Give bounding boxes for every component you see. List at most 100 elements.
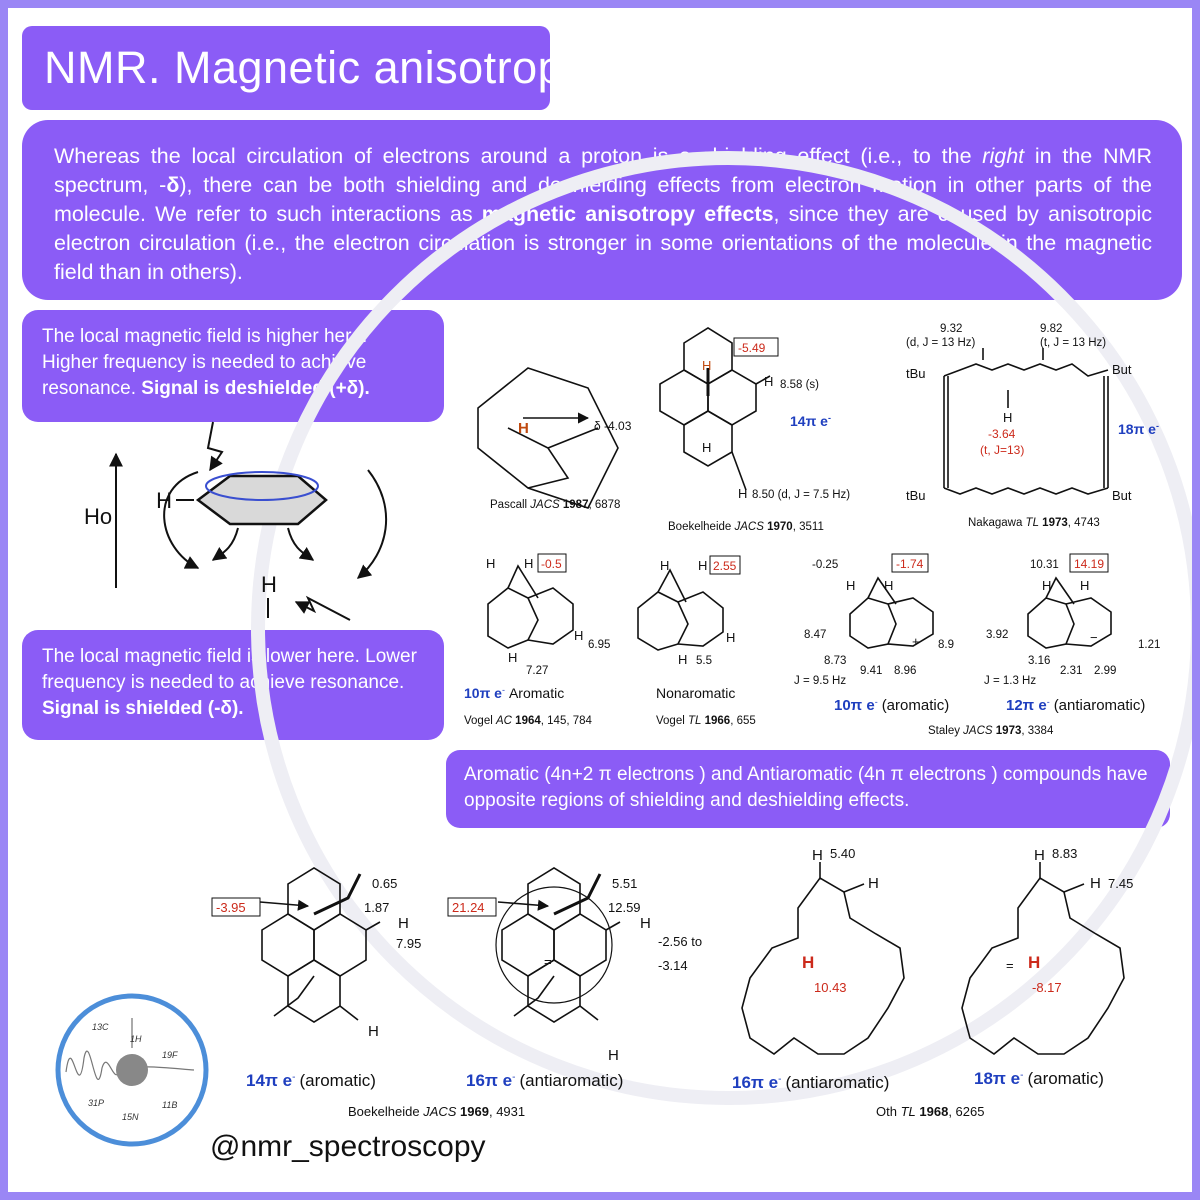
staley-b-box	[1069, 553, 1109, 573]
boek1969-b-h1: H	[640, 915, 651, 932]
h-label-ring: H	[156, 488, 172, 513]
vogel1966-label: Nonaromatic	[656, 685, 735, 701]
oth-b-charge: =	[1006, 958, 1014, 973]
oth-a-h2: H	[868, 875, 879, 892]
intro-text-italic: right	[982, 144, 1025, 168]
boek1969-a-c: 7.95	[396, 936, 421, 951]
nakagawa-citation: Nakagawa TL 1973, 4743	[968, 517, 1100, 529]
intro-text-2: in the NMR spectrum, -	[54, 144, 1152, 197]
staley-b-h2: H	[1080, 578, 1089, 593]
vogel1966-boxed: 2.55	[713, 559, 737, 573]
boek1969-b-b: 12.59	[608, 900, 641, 915]
boek1969-a-h2: H	[368, 1023, 379, 1040]
deshielded-text: The local magnetic field is higher here.…	[42, 326, 368, 399]
staley-b-boxed: 14.19	[1074, 557, 1104, 571]
vogel1964-label: 10π e-Aromatic	[464, 685, 564, 701]
oth-b-a: 8.83	[1052, 846, 1077, 861]
staley-a-boxed: -1.74	[896, 557, 924, 571]
boek1969-a-boxed: -3.95	[216, 900, 246, 915]
staley-b-j: J = 1.3 Hz	[984, 675, 1036, 687]
vogel1964-h2: H	[524, 556, 533, 571]
oth-b-h-inner: H	[1028, 953, 1040, 972]
intro-box: Whereas the local circulation of electro…	[22, 120, 1182, 300]
oth-b-h1: H	[1034, 847, 1045, 864]
staley-b-structure	[1027, 576, 1112, 649]
boek1969-citation: Boekelheide JACS 1969, 4931	[348, 1104, 525, 1119]
vogel1964-box	[537, 553, 567, 573]
title-banner: NMR. Magnetic anisotropy	[22, 26, 586, 110]
boek1970-citation: Boekelheide JACS 1970, 3511	[668, 521, 824, 533]
boek1969-b-structure	[495, 867, 621, 1023]
field-line-left	[163, 471, 200, 569]
oth-a-inner: 10.43	[814, 980, 847, 995]
nakagawa-b-detail: (t, J = 13 Hz)	[1040, 337, 1106, 349]
nakagawa-b: 9.82	[1040, 323, 1062, 335]
vogel1966-h4: H	[678, 652, 687, 667]
oth-b-b: 7.45	[1108, 876, 1133, 891]
field-line-under-left	[211, 527, 239, 561]
page-frame: NMR. Magnetic anisotropy Whereas the loc…	[8, 8, 1192, 1192]
nakagawa-structure	[943, 348, 1109, 495]
nakagawa-h-inner: H	[1003, 410, 1012, 425]
page-title: NMR. Magnetic anisotropy	[44, 42, 587, 93]
boek1970-structure	[659, 327, 771, 491]
shielded-text: The local magnetic field is lower here. …	[42, 646, 417, 693]
vogel1966-structure	[637, 568, 724, 651]
staley-citation: Staley JACS 1973, 3384	[928, 725, 1054, 737]
boek1969-a-box	[211, 897, 261, 917]
staley-b-minus: −	[1090, 630, 1098, 645]
boek1969-b-label: 16π e-(antiaromatic)	[466, 1071, 623, 1090]
oth-a-label: 16π e-(antiaromatic)	[732, 1073, 889, 1092]
vogel1966-citation: Vogel TL 1966, 655	[656, 715, 756, 727]
boek1969-b-box	[447, 897, 497, 917]
comparison-text: Aromatic (4n+2 π electrons ) and Antiaro…	[464, 764, 1148, 811]
nakagawa-c-detail: (t, J=13)	[980, 443, 1024, 457]
vogel1966-h1: H	[660, 558, 669, 573]
boek1969-b-a: 5.51	[612, 876, 637, 891]
staley-a-v1: 8.47	[804, 629, 826, 641]
staley-b-v4: 2.99	[1094, 665, 1116, 677]
nakagawa-a: 9.32	[940, 323, 962, 335]
staley-b-v3: 2.31	[1060, 665, 1082, 677]
social-handle: @nmr_spectroscopy	[210, 1130, 486, 1163]
logo-h: 1H	[130, 1034, 142, 1044]
boek1969-a-h1: H	[398, 915, 409, 932]
nakagawa-but-bottom: But	[1112, 488, 1132, 503]
nakagawa-tbu-bottom: tBu	[906, 488, 926, 503]
staley-b-label: 12π e-(antiaromatic)	[1006, 697, 1145, 714]
vogel1964-h3: H	[574, 628, 583, 643]
boek1969-a-b: 1.87	[364, 900, 389, 915]
oth-b-label: 18π e-(aromatic)	[974, 1069, 1104, 1088]
pascall-delta: δ -4.03	[594, 419, 632, 433]
squiggle-top	[206, 421, 224, 472]
staley-b-v1: 3.92	[986, 629, 1008, 641]
pascall-citation: Pascall JACS 1987, 6878	[490, 499, 620, 511]
staley-b-v5: 1.21	[1138, 639, 1160, 651]
oth-a-h-inner: H	[802, 953, 814, 972]
shielded-callout: The local magnetic field is lower here. …	[22, 630, 444, 740]
staley-a-v2: 8.73	[824, 655, 846, 667]
field-line-right	[356, 469, 388, 579]
vogel1964-boxed: -0.5	[541, 557, 562, 571]
staley-a-j: J = 9.5 Hz	[794, 675, 846, 687]
boek1970-h1: 8.58 (s)	[780, 379, 819, 391]
vogel1964-citation: Vogel AC 1964, 145, 784	[464, 715, 593, 727]
shielded-highlight: Signal is shielded (-δ).	[42, 698, 244, 719]
oth-b-structure	[961, 862, 1125, 1055]
vogel1966-box	[709, 555, 741, 575]
oth-citation: Oth TL 1968, 6265	[876, 1104, 984, 1119]
ring-current	[205, 471, 319, 501]
boek1970-boxed-value: -5.49	[738, 341, 766, 355]
intro-delta: δ	[166, 173, 180, 197]
staley-a-h2: H	[884, 578, 893, 593]
nakagawa-c: -3.64	[988, 427, 1016, 441]
aromatic-comparison-callout: Aromatic (4n+2 π electrons ) and Antiaro…	[446, 750, 1170, 828]
boek1969-b-d: -3.14	[658, 958, 688, 973]
vogel1966-h3: H	[726, 630, 735, 645]
nakagawa-electrons: 18π e-	[1118, 421, 1159, 437]
anisotropy-diagram	[109, 421, 388, 621]
boek1970-h2-label: H	[738, 486, 747, 501]
oth-a-structure	[741, 862, 905, 1055]
staley-a-h1: H	[846, 578, 855, 593]
nmr-logo: 1H 13C 19F 31P 15N 11B	[55, 993, 209, 1147]
